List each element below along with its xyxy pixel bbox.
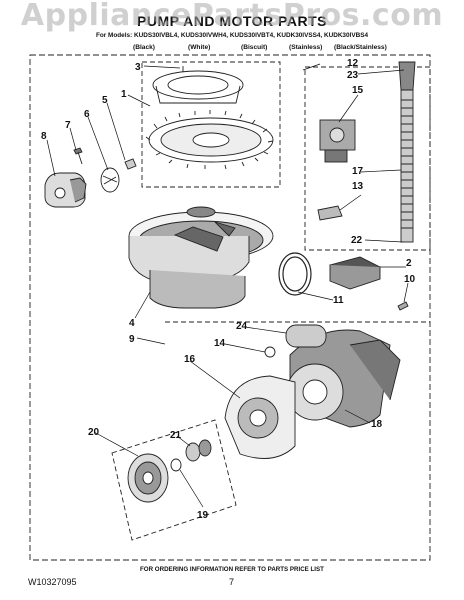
finish-label: (Black) — [133, 44, 155, 51]
item-10-screw — [397, 301, 409, 311]
callout-15: 15 — [352, 85, 364, 96]
callout-16: 16 — [184, 354, 196, 365]
document-number: W10327095 — [28, 577, 77, 587]
item-14-nut — [264, 346, 276, 358]
finish-labels: (Black) (White) (Biscuit) (Stainless) (B… — [0, 44, 464, 54]
callout-3: 3 — [135, 62, 141, 73]
callout-17: 17 — [352, 166, 364, 177]
item-15-valve — [319, 119, 356, 163]
callout-1: 1 — [121, 89, 127, 100]
item-11-gasket — [278, 252, 312, 296]
finish-label: (White) — [188, 44, 211, 51]
callout-23: 23 — [347, 70, 359, 81]
filter-box — [141, 61, 281, 188]
sump-assembly — [128, 206, 274, 309]
page-title: PUMP AND MOTOR PARTS — [137, 13, 327, 29]
item-21-seals — [170, 439, 212, 472]
ordering-footer: FOR ORDERING INFORMATION REFER TO PARTS … — [140, 566, 324, 573]
filter-assembly — [145, 66, 274, 170]
callout-11: 11 — [333, 295, 344, 306]
callout-6: 6 — [84, 109, 90, 120]
impeller-box — [111, 419, 237, 541]
item-5-part — [124, 158, 137, 170]
finish-label: (Black/Stainless) — [334, 44, 387, 51]
finish-label: (Stainless) — [289, 44, 323, 51]
callout-5: 5 — [102, 95, 108, 106]
item-8-part — [44, 172, 87, 208]
item-2-part — [328, 256, 382, 290]
hose-box — [304, 66, 431, 251]
callout-21: 21 — [170, 430, 182, 441]
callout-7: 7 — [65, 120, 71, 131]
callout-24: 24 — [236, 321, 248, 332]
pump-motor — [286, 329, 401, 428]
callout-18: 18 — [371, 419, 383, 430]
callout-13: 13 — [352, 181, 364, 192]
item-20-impeller — [127, 453, 169, 503]
callout-20: 20 — [88, 427, 100, 438]
callout-9: 9 — [129, 334, 135, 345]
item-13-clip — [317, 205, 343, 221]
page-number: 7 — [229, 577, 235, 587]
outer-dashed-frame — [29, 54, 431, 561]
item-7-screw — [73, 147, 83, 165]
item-6-part — [100, 167, 120, 193]
callout-14: 14 — [214, 338, 226, 349]
callout-4: 4 — [129, 318, 135, 329]
finish-label: (Biscuit) — [241, 44, 268, 51]
item-24-capacitor — [285, 324, 327, 348]
callout-2: 2 — [406, 258, 412, 269]
callout-10: 10 — [404, 274, 416, 285]
callout-12: 12 — [347, 58, 359, 69]
drain-hose — [398, 61, 416, 243]
callout-8: 8 — [41, 131, 47, 142]
pump-housing — [224, 375, 296, 459]
callout-19: 19 — [197, 510, 209, 521]
models-line: For Models: KUDS30IVBL4, KUDS30IVWH4, KU… — [95, 32, 369, 39]
callout-22: 22 — [351, 235, 363, 246]
